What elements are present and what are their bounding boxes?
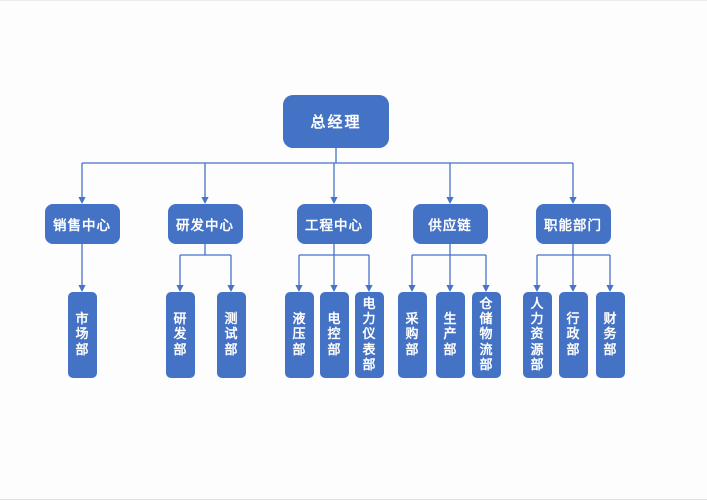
node-label: 研发中心: [176, 218, 234, 234]
node-admin-dept: 行政部: [558, 292, 588, 378]
arrowhead-icon: [569, 197, 577, 204]
node-functional-depts: 职能部门: [535, 204, 611, 244]
node-label-vertical: 采购部: [405, 312, 419, 358]
arrowhead-icon: [227, 285, 235, 292]
arrowhead-icon: [533, 285, 541, 292]
arrowhead-icon: [446, 197, 454, 204]
node-label-vertical: 测试部: [224, 312, 238, 358]
node-label-vertical: 人力资源部: [530, 296, 544, 373]
node-label-vertical: 研发部: [173, 312, 187, 358]
node-hydraulics-dept: 液压部: [284, 292, 314, 378]
node-label-vertical: 行政部: [566, 312, 580, 358]
arrowhead-icon: [78, 285, 86, 292]
arrowhead-icon: [365, 285, 373, 292]
node-label-vertical: 市场部: [75, 312, 89, 358]
node-finance-dept: 财务部: [595, 292, 625, 378]
node-label-vertical: 仓储物流部: [479, 296, 493, 373]
node-rd-dept: 研发部: [165, 292, 195, 378]
arrowhead-icon: [569, 285, 577, 292]
node-power-instrument-dept: 电力仪表部: [354, 292, 384, 378]
node-supply-chain: 供应链: [412, 204, 488, 244]
arrowhead-icon: [176, 285, 184, 292]
node-general-manager: 总经理: [283, 95, 389, 148]
arrowhead-icon: [295, 285, 303, 292]
node-label-vertical: 电力仪表部: [362, 296, 376, 373]
arrowhead-icon: [606, 285, 614, 292]
node-label: 总经理: [310, 113, 362, 131]
node-production-dept: 生产部: [435, 292, 465, 378]
arrowhead-icon: [78, 197, 86, 204]
node-label: 销售中心: [53, 218, 111, 234]
node-label: 工程中心: [305, 218, 363, 234]
node-label: 供应链: [428, 218, 472, 234]
arrowhead-icon: [446, 285, 454, 292]
node-label-vertical: 电控部: [327, 312, 341, 358]
node-electric-control-dept: 电控部: [319, 292, 349, 378]
node-label-vertical: 财务部: [603, 312, 617, 358]
arrowhead-icon: [330, 197, 338, 204]
node-sales-center: 销售中心: [44, 204, 120, 244]
arrowhead-icon: [482, 285, 490, 292]
node-purchasing-dept: 采购部: [397, 292, 427, 378]
node-label: 职能部门: [544, 218, 602, 234]
node-hr-dept: 人力资源部: [522, 292, 552, 378]
node-warehouse-logistics-dept: 仓储物流部: [471, 292, 501, 378]
node-label-vertical: 生产部: [443, 312, 457, 358]
node-engineering-center: 工程中心: [296, 204, 372, 244]
node-marketing-dept: 市场部: [67, 292, 97, 378]
arrowhead-icon: [201, 197, 209, 204]
node-label-vertical: 液压部: [292, 312, 306, 358]
node-rd-center: 研发中心: [167, 204, 243, 244]
arrowhead-icon: [408, 285, 416, 292]
arrowhead-icon: [330, 285, 338, 292]
node-testing-dept: 测试部: [216, 292, 246, 378]
